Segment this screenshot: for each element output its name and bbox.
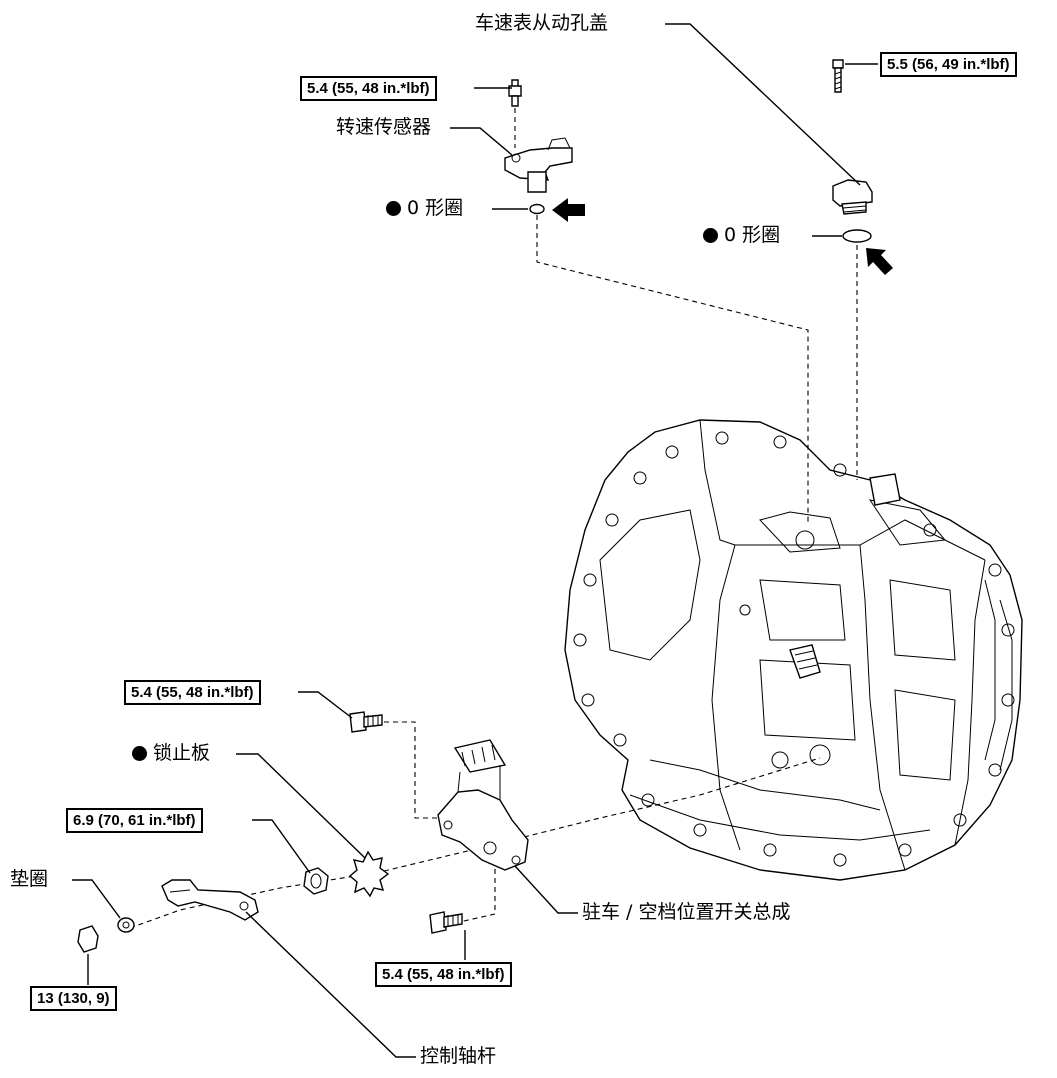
speed-sensor-part [504,79,573,193]
label-o-ring-left: 0 形圈 [386,199,463,218]
transmission-housing [564,419,1023,881]
lock-plate-text: 锁止板 [153,742,211,764]
torque-switch-bolt-lower: 5.4 (55, 48 in.*lbf) [375,962,512,987]
label-washer: 垫圈 [10,868,49,890]
torque-switch-bolt-upper: 5.4 (55, 48 in.*lbf) [124,680,261,705]
new-part-dot-icon [703,228,718,243]
switch-bolt-lower-part [429,911,463,934]
o-ring-right-part [842,229,872,243]
switch-assembly-part [437,739,529,871]
arrow-right-icon [866,248,893,275]
new-part-dot-icon [386,201,401,216]
label-speed-sensor: 转速传感器 [336,116,432,138]
washer-part [117,917,135,933]
label-control-shaft-lever: 控制轴杆 [420,1045,497,1067]
switch-bolt-upper-part [349,711,383,733]
speedometer-cap-part [832,179,873,215]
label-o-ring-right: 0 形圈 [703,226,780,245]
o-ring-right-text: 0 形圈 [724,224,781,246]
control-lever-part [161,879,259,921]
torque-sensor-bolt: 5.4 (55, 48 in.*lbf) [300,76,437,101]
label-speedometer-cap: 车速表从动孔盖 [475,12,609,34]
cap-bolt-part [832,59,844,93]
torque-nut: 6.9 (70, 61 in.*lbf) [66,808,203,833]
label-park-neutral-switch: 驻车 / 空档位置开关总成 [582,901,791,923]
arrow-left-icon [552,198,585,222]
label-lock-plate: 锁止板 [132,744,210,763]
torque-cap-bolt: 5.5 (56, 49 in.*lbf) [880,52,1017,77]
o-ring-left-part [529,203,545,215]
nut-part [303,867,329,895]
o-ring-left-text: 0 形圈 [407,197,464,219]
torque-lever-nut: 13 (130, 9) [30,986,117,1011]
new-part-dot-icon [132,746,147,761]
lever-nut-part [77,925,99,953]
leader-lines [72,23,878,1058]
lock-plate-part [348,850,390,898]
